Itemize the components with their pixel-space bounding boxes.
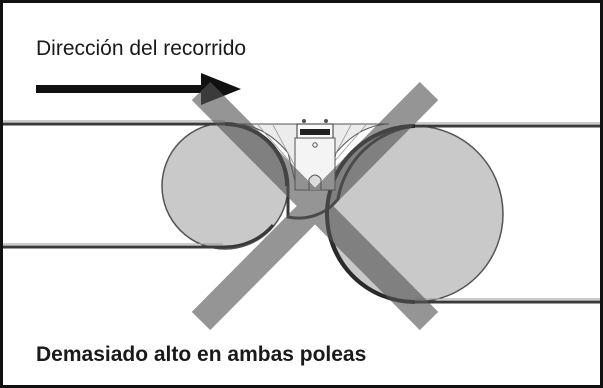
x-cross-icon: [191, 81, 439, 331]
belt-bottom-left: [3, 224, 275, 249]
caption: Demasiado alto en ambas poleas: [36, 343, 367, 366]
pulley-diagram: [3, 73, 600, 331]
direction-label: Dirección del recorrido: [36, 37, 247, 60]
